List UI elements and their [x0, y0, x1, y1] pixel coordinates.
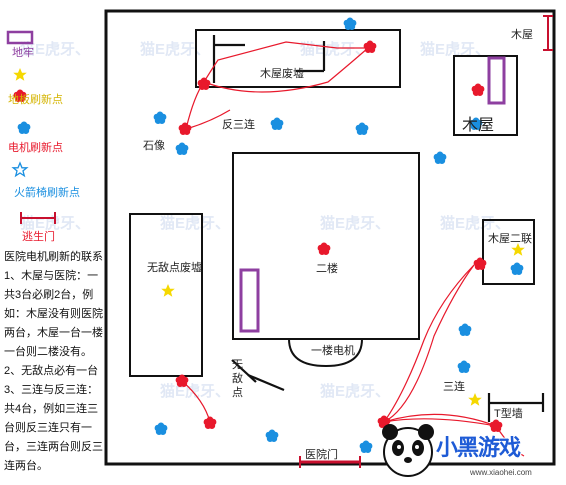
watermark: 猫E虎牙、	[160, 215, 231, 232]
hook-icon	[458, 323, 472, 336]
hook-icon	[433, 151, 447, 164]
hook-icon	[359, 440, 373, 453]
safe-spot-wall	[247, 373, 285, 392]
board-icon	[468, 393, 482, 406]
legend-board: 地板刷新点	[8, 94, 63, 106]
label-safe-ruins: 无敌点废墟	[147, 262, 202, 274]
path-line	[203, 47, 369, 93]
hook-icon	[355, 122, 369, 135]
label-anti-triple: 反三连	[222, 119, 255, 131]
label-cabin: 木屋	[462, 117, 495, 134]
panda-logo-icon	[382, 424, 434, 477]
generator-icon	[363, 40, 377, 53]
hook-icon	[175, 142, 189, 155]
label-safe-spot: 无敌点	[232, 359, 243, 399]
label-t-wall: T型墙	[494, 408, 523, 420]
logo-url: www.xiaohei.com	[470, 468, 532, 477]
hospital-outline	[232, 152, 420, 340]
rule-3: 3、三连与反三连：共4台，例如三连三台则反三连只有一台，三连两台则反三连两台。	[4, 384, 103, 472]
logo-title: 小黑游戏	[436, 435, 521, 460]
label-cabin-top-sign: 木屋	[511, 29, 533, 41]
rule-2: 2、无敌点必有一台	[4, 365, 99, 377]
generator-icon	[473, 257, 487, 270]
label-triple: 三连	[443, 381, 465, 393]
hook-icon	[154, 422, 168, 435]
hook-icon	[343, 17, 357, 30]
path-line	[383, 413, 497, 427]
rule-1: 1、木屋与医院：一共3台必刷2台，例如：木屋没有则医院两台，木屋一台一楼一台则二…	[4, 270, 103, 358]
hook-icon	[510, 262, 524, 275]
safe-spot-wall	[231, 359, 257, 383]
path-line	[383, 264, 475, 423]
hook-icon	[265, 429, 279, 442]
watermark: 猫E虎牙、	[140, 41, 211, 58]
label-first-floor-generator: 一楼电机	[311, 345, 355, 357]
cabin-double-outline	[482, 219, 535, 285]
hook-icon	[457, 360, 471, 373]
generator-icon	[203, 416, 217, 429]
map-boundary	[104, 9, 556, 466]
generator-paths	[181, 41, 525, 457]
legend-exit-gate: 逃生门	[22, 231, 55, 243]
cellar-legend-icon	[6, 30, 34, 45]
watermark: 猫E虎牙、	[320, 383, 391, 400]
label-second-floor: 二楼	[316, 263, 338, 275]
legend-hook: 火箭椅刷新点	[14, 187, 80, 199]
path-line	[383, 418, 497, 427]
label-statue: 石像	[143, 140, 165, 152]
legend-cellar: 地牢	[12, 47, 34, 59]
hospital-cellar	[239, 268, 260, 333]
generator-icon	[471, 83, 485, 96]
hook-icon	[17, 121, 31, 134]
label-cabin-double: 木屋二联	[488, 233, 532, 245]
cabin-outline	[453, 55, 518, 136]
label-cabin-ruins: 木屋废墟	[260, 68, 304, 80]
watermark: 猫E虎牙、	[320, 215, 391, 232]
board-icon	[161, 284, 175, 297]
hook-icon	[270, 117, 284, 130]
hook-legend-icon	[12, 162, 28, 177]
board-icon	[13, 68, 27, 81]
rules-title: 医院电机刷新的联系	[4, 251, 103, 263]
generator-icon	[317, 242, 331, 255]
label-hospital-gate: 医院门	[305, 449, 338, 461]
watermark: 猫E虎牙、	[20, 41, 91, 58]
legend-generator: 电机刷新点	[8, 142, 63, 154]
generator-icon	[178, 122, 192, 135]
watermark: 猫E虎牙、	[160, 383, 231, 400]
generator-icon	[197, 77, 211, 90]
watermark: 猫E虎牙、	[420, 41, 491, 58]
generator-rules: 医院电机刷新的联系 1、木屋与医院：一共3台必刷2台，例如：木屋没有则医院两台，…	[4, 248, 104, 476]
safe-ruins-outline	[129, 213, 203, 377]
path-line	[181, 380, 211, 423]
path-line	[383, 264, 475, 423]
hook-icon	[153, 111, 167, 124]
first-floor-alcove	[288, 338, 363, 368]
cabin-ruins-outline	[195, 29, 401, 88]
cabin-cellar	[487, 56, 506, 105]
